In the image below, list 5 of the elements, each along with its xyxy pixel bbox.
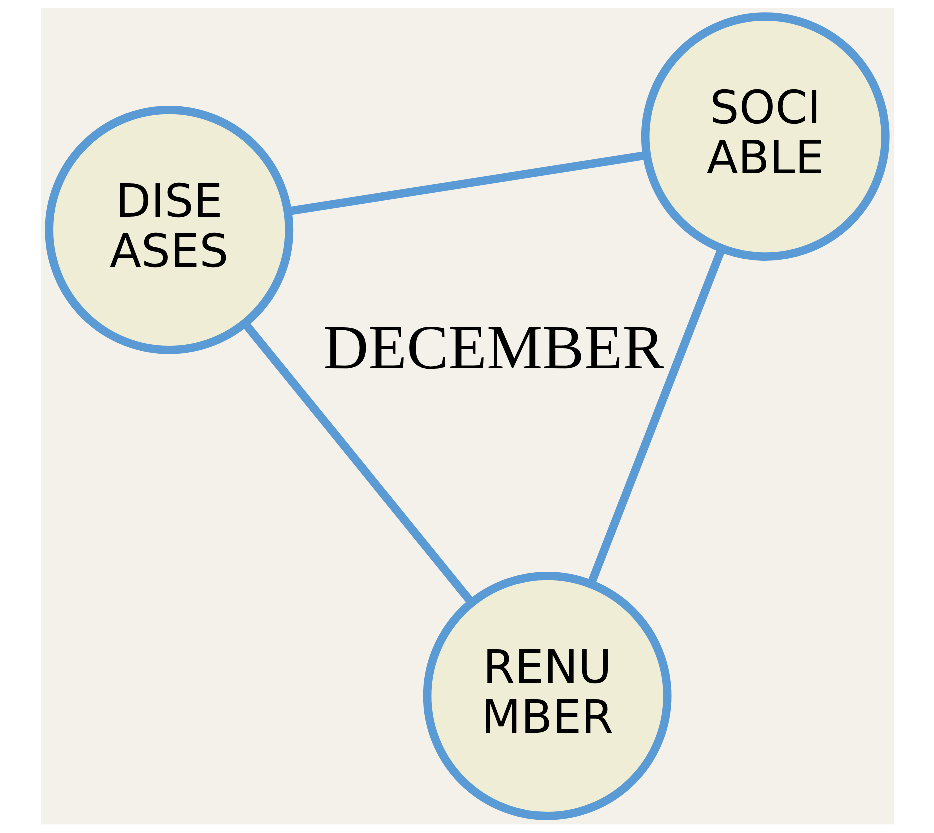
node-circle: SOCI ABLE <box>640 12 890 261</box>
node-circle: DISE ASES <box>44 106 294 354</box>
connector <box>242 321 474 606</box>
node-circle: RENU MBER <box>422 572 672 820</box>
label: DECEMBER <box>323 312 664 382</box>
